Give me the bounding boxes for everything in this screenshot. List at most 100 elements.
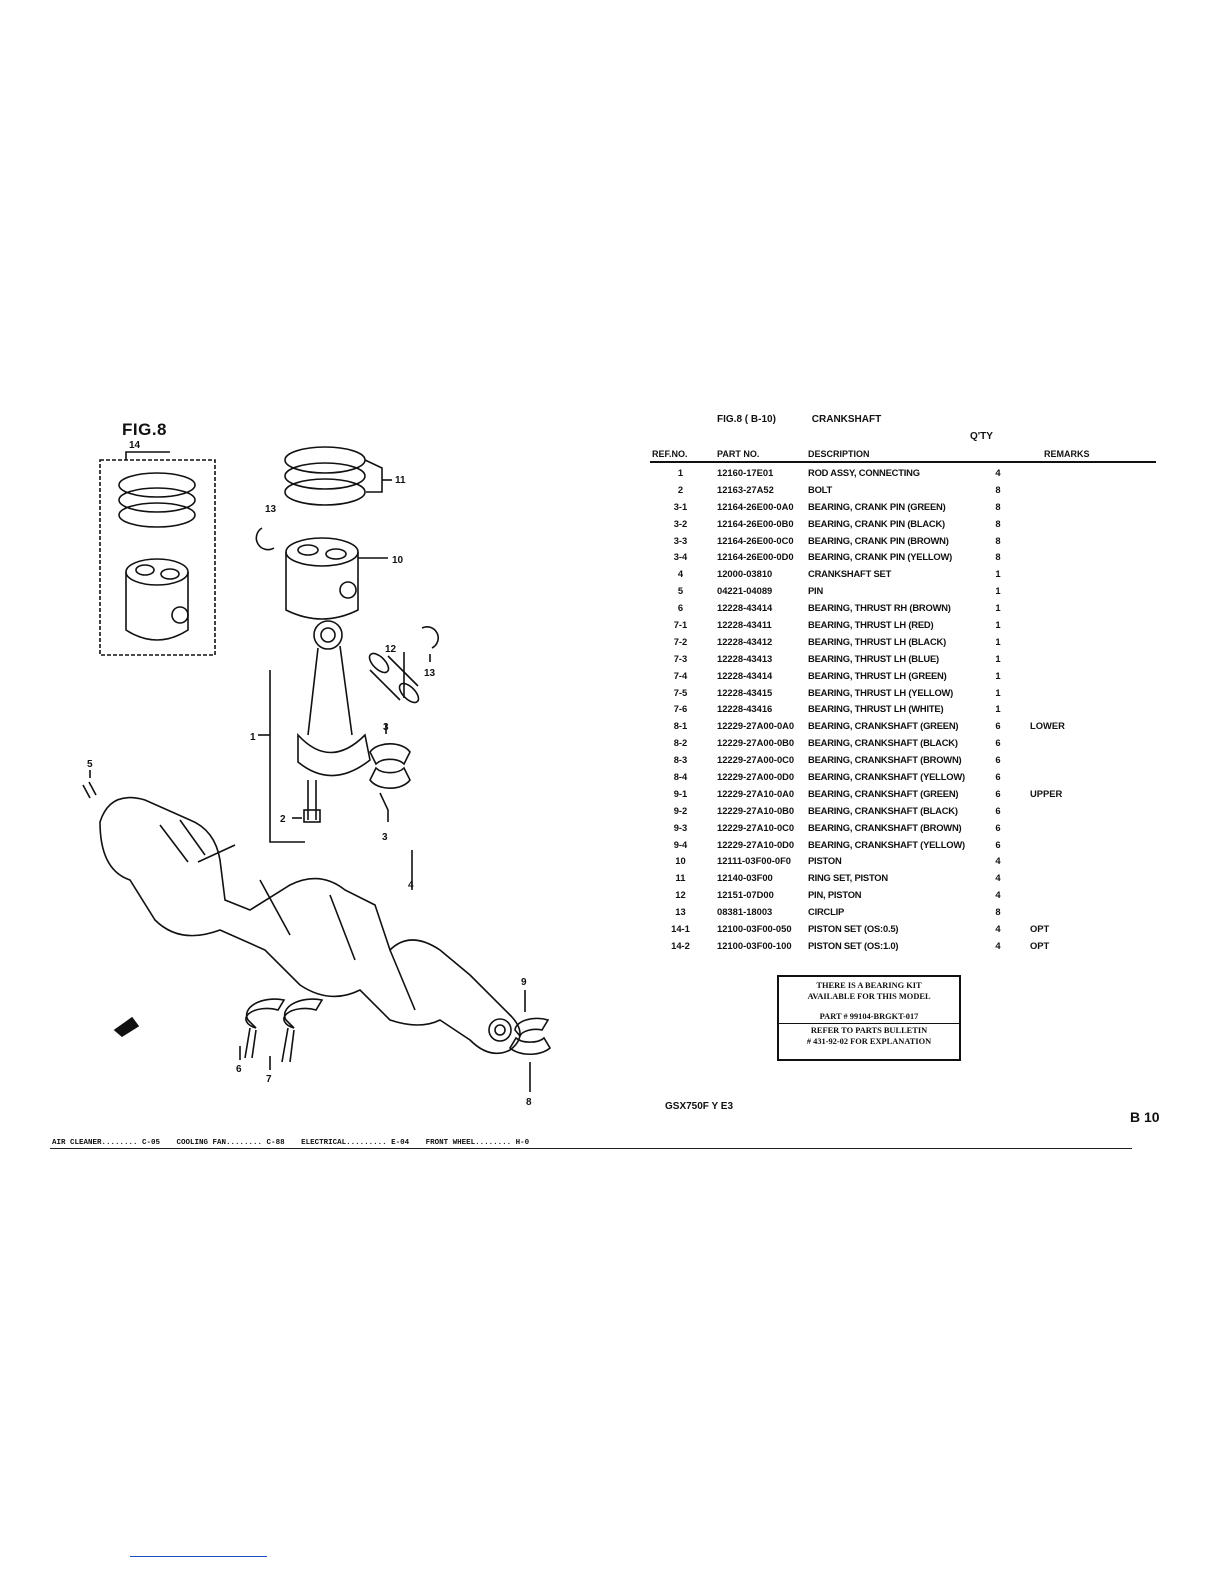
remarks [1018,616,1160,633]
ref-no: 7-4 [673,669,688,681]
quantity: 1 [995,669,1001,681]
quantity: 8 [995,906,1001,918]
remarks [1018,565,1160,582]
ref-no: 3-3 [673,534,688,546]
description: PIN [808,585,824,597]
index-electrical: ELECTRICAL......... E-04 [301,1139,410,1147]
ref-no: 14-1 [671,922,690,934]
quantity: 1 [995,703,1001,715]
remarks [1018,700,1160,717]
remarks [1018,548,1160,565]
quantity: 6 [995,720,1001,732]
part-no: 12111-03F00-0F0 [717,855,792,867]
description: PISTON SET (OS:1.0) [808,939,899,951]
callout-3: 3 [383,722,389,733]
part-no: 12229-27A10-0D0 [717,838,795,850]
description: BEARING, CRANKSHAFT (BROWN) [808,754,962,766]
quantity: 8 [995,517,1001,529]
part-no: 12228-43411 [717,618,772,630]
qty-column-title: Q'TY [970,431,993,442]
ref-no: 4 [677,568,684,580]
remarks [1018,869,1160,886]
description: BEARING, CRANKSHAFT (YELLOW) [808,770,965,782]
description: BOLT [808,483,833,495]
description: BEARING, THRUST LH (WHITE) [808,703,944,715]
part-no: 12228-43413 [717,652,773,664]
description: BEARING, THRUST LH (BLACK) [808,635,947,647]
quantity: 1 [995,686,1001,698]
ref-no: 9-1 [673,787,688,799]
index-front-wheel: FRONT WHEEL........ H-0 [425,1139,530,1147]
remarks [1018,684,1160,701]
part-no: 12229-27A00-0A0 [717,720,795,732]
description: BEARING, THRUST LH (YELLOW) [808,686,954,698]
quantity: 6 [995,770,1001,782]
callout-5: 5 [87,759,93,770]
parts-list-header: FIG.8 ( B-10) CRANKSHAFT [717,414,881,425]
bearing-kit-notice: THERE IS A BEARING KIT AVAILABLE FOR THI… [777,975,961,1061]
header-rule [650,461,1156,463]
index-air-cleaner: AIR CLEANER........ C-05 [52,1139,161,1147]
callout-11: 11 [395,475,406,486]
remarks [1018,819,1160,836]
ref-no: 3-4 [673,551,688,563]
ref-no: 10 [675,855,686,867]
quantity: 6 [995,754,1001,766]
ref-no: 8-1 [673,720,688,732]
callout-7: 7 [266,1074,272,1085]
quantity: 1 [995,585,1001,597]
footer-rule [50,1148,1132,1149]
description: BEARING, THRUST LH (BLUE) [808,652,939,664]
ref-no: 13 [675,906,686,918]
ref-no: 1 [677,466,684,478]
page-number: B 10 [1130,1109,1160,1125]
part-no: 12228-43416 [717,703,773,715]
ref-no: 8-2 [673,737,688,749]
description: BEARING, CRANK PIN (BROWN) [808,534,949,546]
remarks [1018,582,1160,599]
figure-label: FIG.8 [122,420,168,439]
ref-no: 8-4 [673,770,688,782]
remarks [1018,532,1160,549]
piston-set-box [99,459,216,656]
callout-6: 6 [236,1064,242,1075]
table-row: 7-4 12228-43414 BEARING, THRUST LH (GREEN)… [650,667,1160,684]
quantity: 8 [995,551,1001,563]
quantity: 1 [995,635,1001,647]
part-no: 12164-26E00-0A0 [717,500,794,512]
remarks: LOWER [1030,720,1065,732]
part-no: 12100-03F00-100 [717,939,792,951]
description: BEARING, THRUST RH (BROWN) [808,602,951,614]
column-headers: REF.NO. PART NO. DESCRIPTION REMARKS [650,449,1156,463]
part-no: 12229-27A10-0C0 [717,821,795,833]
quantity: 6 [995,838,1001,850]
remarks [1018,886,1160,903]
part-no: 12164-26E00-0C0 [717,534,794,546]
part-no: 12151-07D00 [717,889,774,901]
description: BEARING, CRANKSHAFT (BLACK) [808,737,958,749]
remarks: OPT [1030,922,1050,934]
description: PIN, PISTON [808,889,862,901]
part-no: 12228-43414 [717,669,773,681]
callout-13: 13 [265,504,277,515]
description: BEARING, THRUST LH (GREEN) [808,669,947,681]
col-ref: REF.NO. [652,449,688,459]
remarks: UPPER [1030,787,1063,799]
part-no: 12228-43415 [717,686,773,698]
part-no: 08381-18003 [717,906,773,918]
quantity: 8 [995,534,1001,546]
link-underline [130,1556,267,1557]
model-code: GSX750F Y E3 [665,1101,734,1112]
parts-list-title: CRANKSHAFT [811,414,882,425]
remarks [1018,751,1160,768]
